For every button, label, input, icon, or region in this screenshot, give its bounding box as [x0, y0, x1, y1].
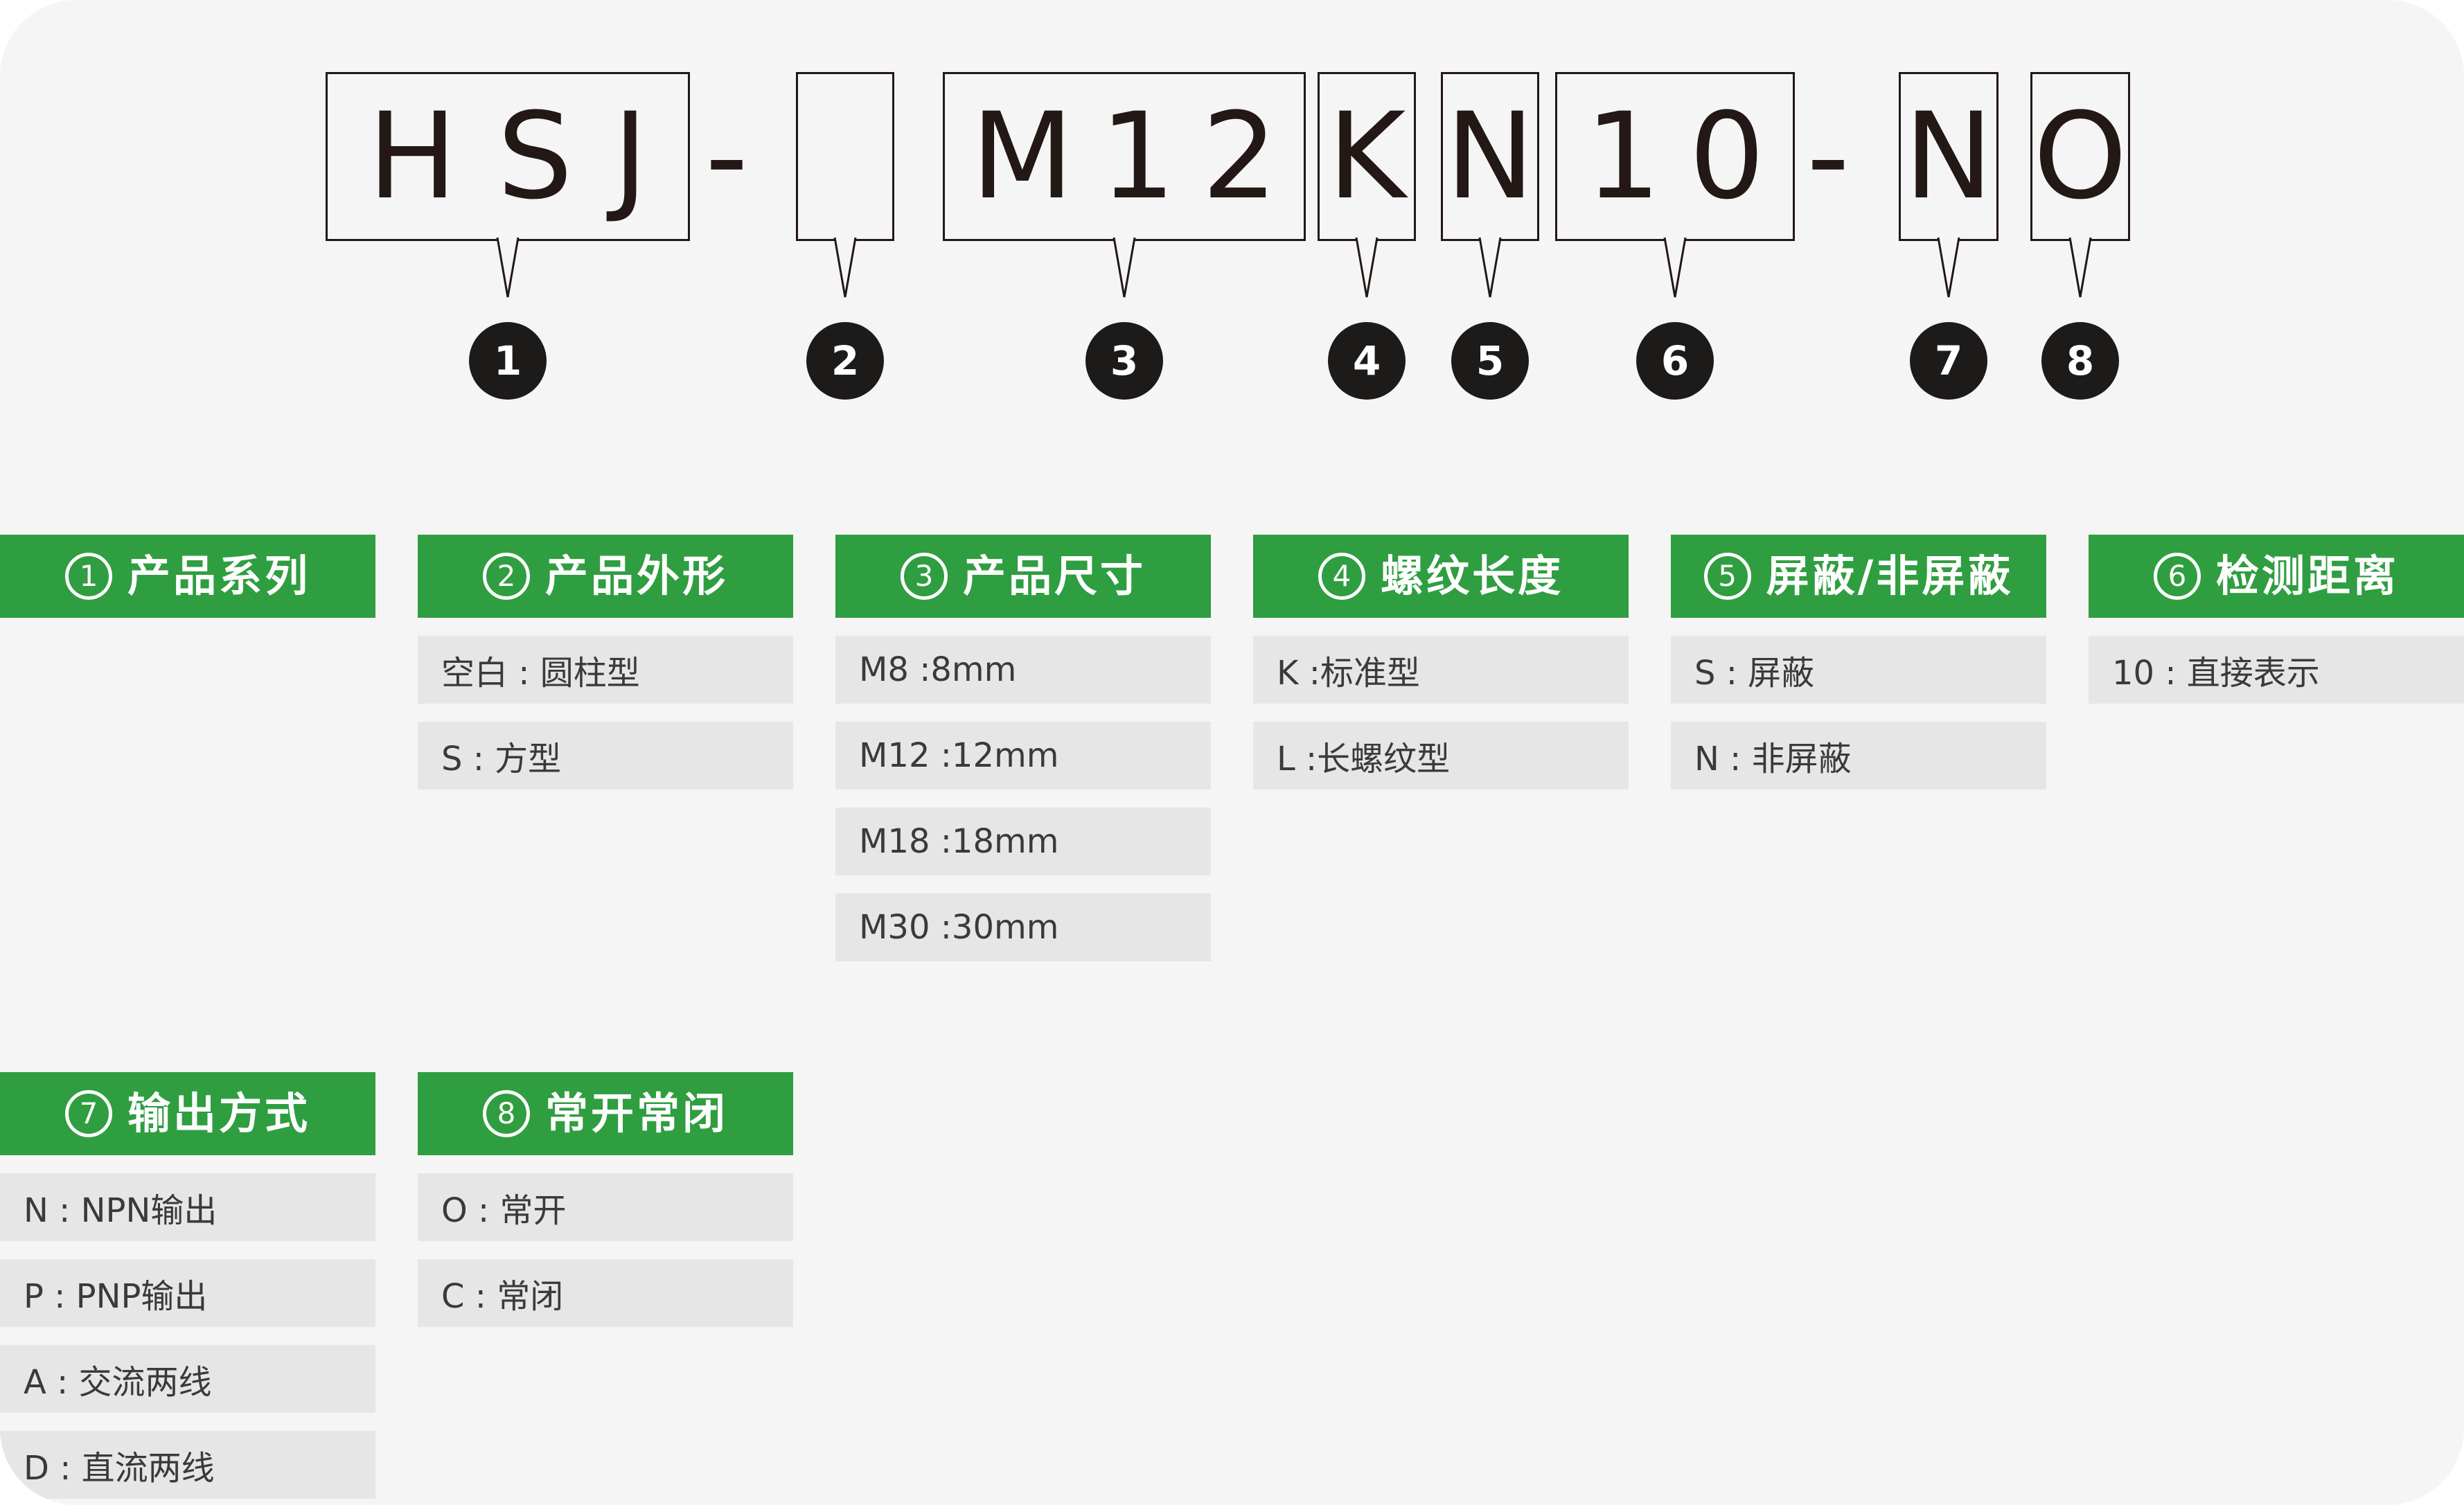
code-char: J — [612, 87, 648, 226]
group-title: 输出方式 — [127, 1088, 310, 1139]
option-item: N : 非屏蔽 — [1671, 722, 2046, 790]
code-char: M — [970, 87, 1074, 226]
option-item: M8 :8mm — [835, 636, 1211, 704]
pointer-icon — [1663, 237, 1687, 298]
code-char: N — [1445, 87, 1535, 226]
group-title: 检测距离 — [2215, 551, 2399, 601]
pointer-icon — [1113, 237, 1136, 298]
group-number-badge: 5 — [1703, 553, 1751, 600]
group-number-badge: 2 — [482, 553, 530, 600]
group-header: 2 产品外形 — [418, 535, 793, 618]
option-item: K :标准型 — [1253, 636, 1629, 704]
option-item: M30 :30mm — [835, 893, 1211, 961]
pointer-icon — [1478, 237, 1502, 298]
code-char: 0 — [1689, 87, 1765, 226]
number-circle: 1 — [469, 322, 547, 400]
code-box-contact: O — [2030, 72, 2130, 241]
code-box-shape — [796, 72, 894, 241]
group-product-size: 3 产品尺寸 M8 :8mm M12 :12mm M18 :18mm M30 :… — [835, 535, 1211, 961]
pointer-icon — [2068, 237, 2092, 298]
group-header: 4 螺纹长度 — [1253, 535, 1629, 618]
pointer-icon — [496, 237, 520, 298]
group-number-badge: 3 — [900, 553, 948, 600]
group-number-badge: 8 — [482, 1090, 530, 1137]
group-header: 3 产品尺寸 — [835, 535, 1211, 618]
number-circle: 7 — [1910, 322, 1987, 400]
number-circle: 6 — [1636, 322, 1714, 400]
group-product-shape: 2 产品外形 空白 : 圆柱型 S : 方型 — [418, 535, 793, 790]
number-circle: 2 — [806, 322, 884, 400]
group-detection-distance: 6 检测距离 10 : 直接表示 — [2089, 535, 2464, 704]
number-circle: 8 — [2041, 322, 2119, 400]
group-number-badge: 1 — [64, 553, 112, 600]
option-item: C : 常闭 — [418, 1259, 793, 1327]
code-char: S — [497, 87, 573, 226]
code-box-thread: K — [1318, 72, 1416, 241]
group-number-badge: 6 — [2153, 553, 2201, 600]
group-title: 螺纹长度 — [1380, 551, 1563, 601]
code-separator: - — [1807, 87, 1850, 226]
option-item: M12 :12mm — [835, 722, 1211, 790]
group-header: 1 产品系列 — [0, 535, 375, 618]
number-circle: 4 — [1328, 322, 1406, 400]
option-item: S : 屏蔽 — [1671, 636, 2046, 704]
code-separator: - — [705, 87, 749, 226]
code-char: 1 — [1099, 87, 1176, 226]
group-title: 常开常闭 — [544, 1088, 728, 1139]
group-title: 产品外形 — [544, 551, 728, 601]
group-output-type: 7 输出方式 N : NPN输出 P : PNP输出 A : 交流两线 D : … — [0, 1072, 375, 1499]
group-header: 5 屏蔽/非屏蔽 — [1671, 535, 2046, 618]
group-header: 8 常开常闭 — [418, 1072, 793, 1155]
option-item: S : 方型 — [418, 722, 793, 790]
group-title: 产品尺寸 — [962, 551, 1146, 601]
group-header: 6 检测距离 — [2089, 535, 2464, 618]
code-char: 2 — [1201, 87, 1278, 226]
pointer-icon — [833, 237, 857, 298]
group-title: 屏蔽/非屏蔽 — [1766, 551, 2014, 601]
option-item: N : NPN输出 — [0, 1173, 375, 1241]
model-code-diagram: H S J - M 1 2 K N — [0, 0, 2464, 429]
option-item: M18 :18mm — [835, 808, 1211, 875]
code-box-distance: 1 0 — [1555, 72, 1795, 241]
group-title: 产品系列 — [127, 551, 310, 601]
pointer-icon — [1355, 237, 1379, 298]
option-item: L :长螺纹型 — [1253, 722, 1629, 790]
number-circle: 5 — [1451, 322, 1529, 400]
group-header: 7 输出方式 — [0, 1072, 375, 1155]
code-box-size: M 1 2 — [943, 72, 1306, 241]
code-char: 1 — [1585, 87, 1661, 226]
option-item: A : 交流两线 — [0, 1345, 375, 1413]
group-number-badge: 7 — [64, 1090, 112, 1137]
code-char: O — [2033, 87, 2127, 226]
group-shielding: 5 屏蔽/非屏蔽 S : 屏蔽 N : 非屏蔽 — [1671, 535, 2046, 790]
code-box-series: H S J — [326, 72, 690, 241]
code-char: N — [1904, 87, 1994, 226]
option-item: O : 常开 — [418, 1173, 793, 1241]
option-item: P : PNP输出 — [0, 1259, 375, 1327]
option-item: 10 : 直接表示 — [2089, 636, 2464, 704]
option-item: D : 直流两线 — [0, 1431, 375, 1499]
group-thread-length: 4 螺纹长度 K :标准型 L :长螺纹型 — [1253, 535, 1629, 790]
group-contact-type: 8 常开常闭 O : 常开 C : 常闭 — [418, 1072, 793, 1327]
group-product-series: 1 产品系列 — [0, 535, 375, 618]
code-char: K — [1327, 87, 1406, 226]
code-box-output: N — [1899, 72, 1998, 241]
number-circle: 3 — [1085, 322, 1163, 400]
code-char: H — [367, 87, 458, 226]
group-number-badge: 4 — [1318, 553, 1365, 600]
option-item: 空白 : 圆柱型 — [418, 636, 793, 704]
pointer-icon — [1937, 237, 1960, 298]
code-box-shield: N — [1441, 72, 1539, 241]
